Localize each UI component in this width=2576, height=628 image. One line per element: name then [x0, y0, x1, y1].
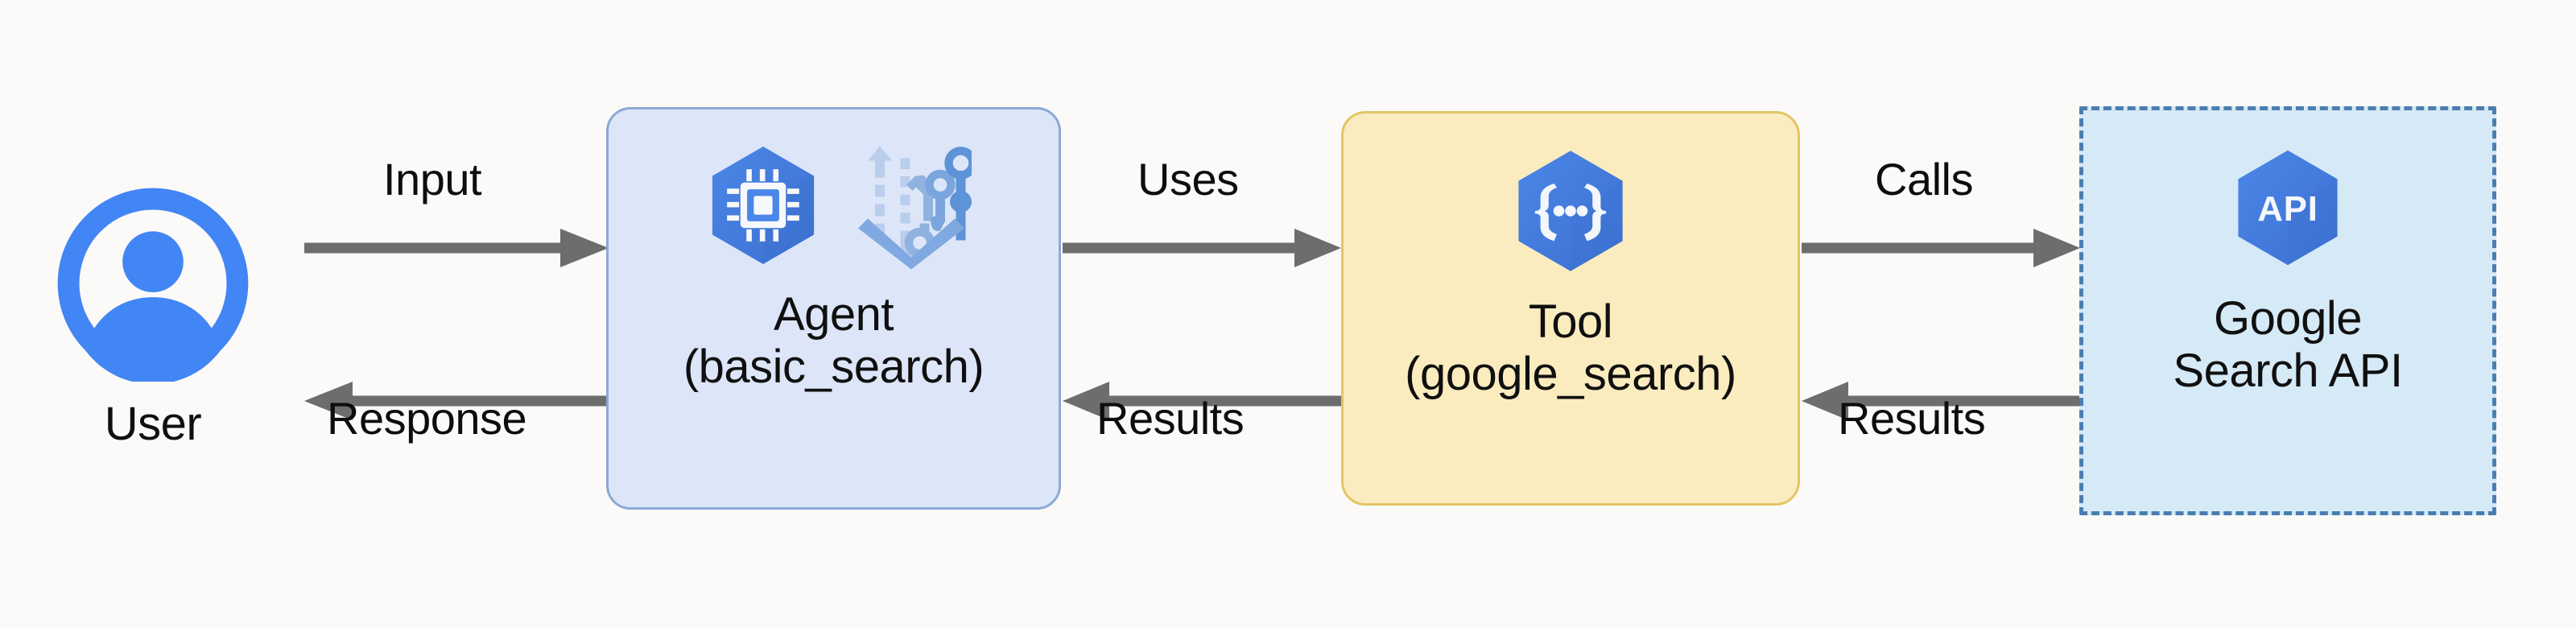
edge-label-uses: Uses — [1137, 154, 1239, 205]
node-user[interactable]: User — [40, 185, 266, 451]
edge-user-to-agent — [304, 224, 609, 267]
cpu-chip-hexagon-icon — [696, 138, 830, 276]
api-icon-text: API — [2257, 189, 2318, 229]
edge-label-calls: Calls — [1875, 154, 1973, 205]
agent-icon-row — [696, 138, 977, 276]
tool-label: Tool (google_search) — [1405, 295, 1736, 400]
code-braces-hexagon-icon — [1502, 143, 1639, 283]
tool-icon-row — [1502, 143, 1639, 283]
vertex-ai-pipeline-icon — [851, 141, 977, 274]
user-avatar-icon — [55, 185, 251, 386]
edge-agent-to-tool — [1063, 224, 1341, 267]
edge-tool-to-agent — [1063, 377, 1341, 420]
edge-tool-to-api — [1802, 224, 2080, 267]
edge-agent-to-user — [304, 377, 609, 420]
api-label: Google Search API — [2173, 292, 2403, 397]
edge-label-results-tool: Results — [1096, 393, 1245, 444]
edge-label-input: Input — [383, 154, 482, 205]
node-tool[interactable]: Tool (google_search) — [1341, 111, 1800, 506]
agent-label: Agent (basic_search) — [683, 288, 985, 393]
user-label: User — [104, 398, 202, 450]
node-google-search-api[interactable]: API Google Search API — [2079, 106, 2496, 515]
edge-label-response: Response — [327, 393, 527, 444]
edge-label-results-api: Results — [1838, 393, 1986, 444]
api-hexagon-icon: API — [2223, 143, 2353, 277]
node-agent[interactable]: Agent (basic_search) — [606, 107, 1061, 510]
edge-api-to-tool — [1802, 377, 2080, 420]
api-icon-row: API — [2223, 143, 2353, 277]
